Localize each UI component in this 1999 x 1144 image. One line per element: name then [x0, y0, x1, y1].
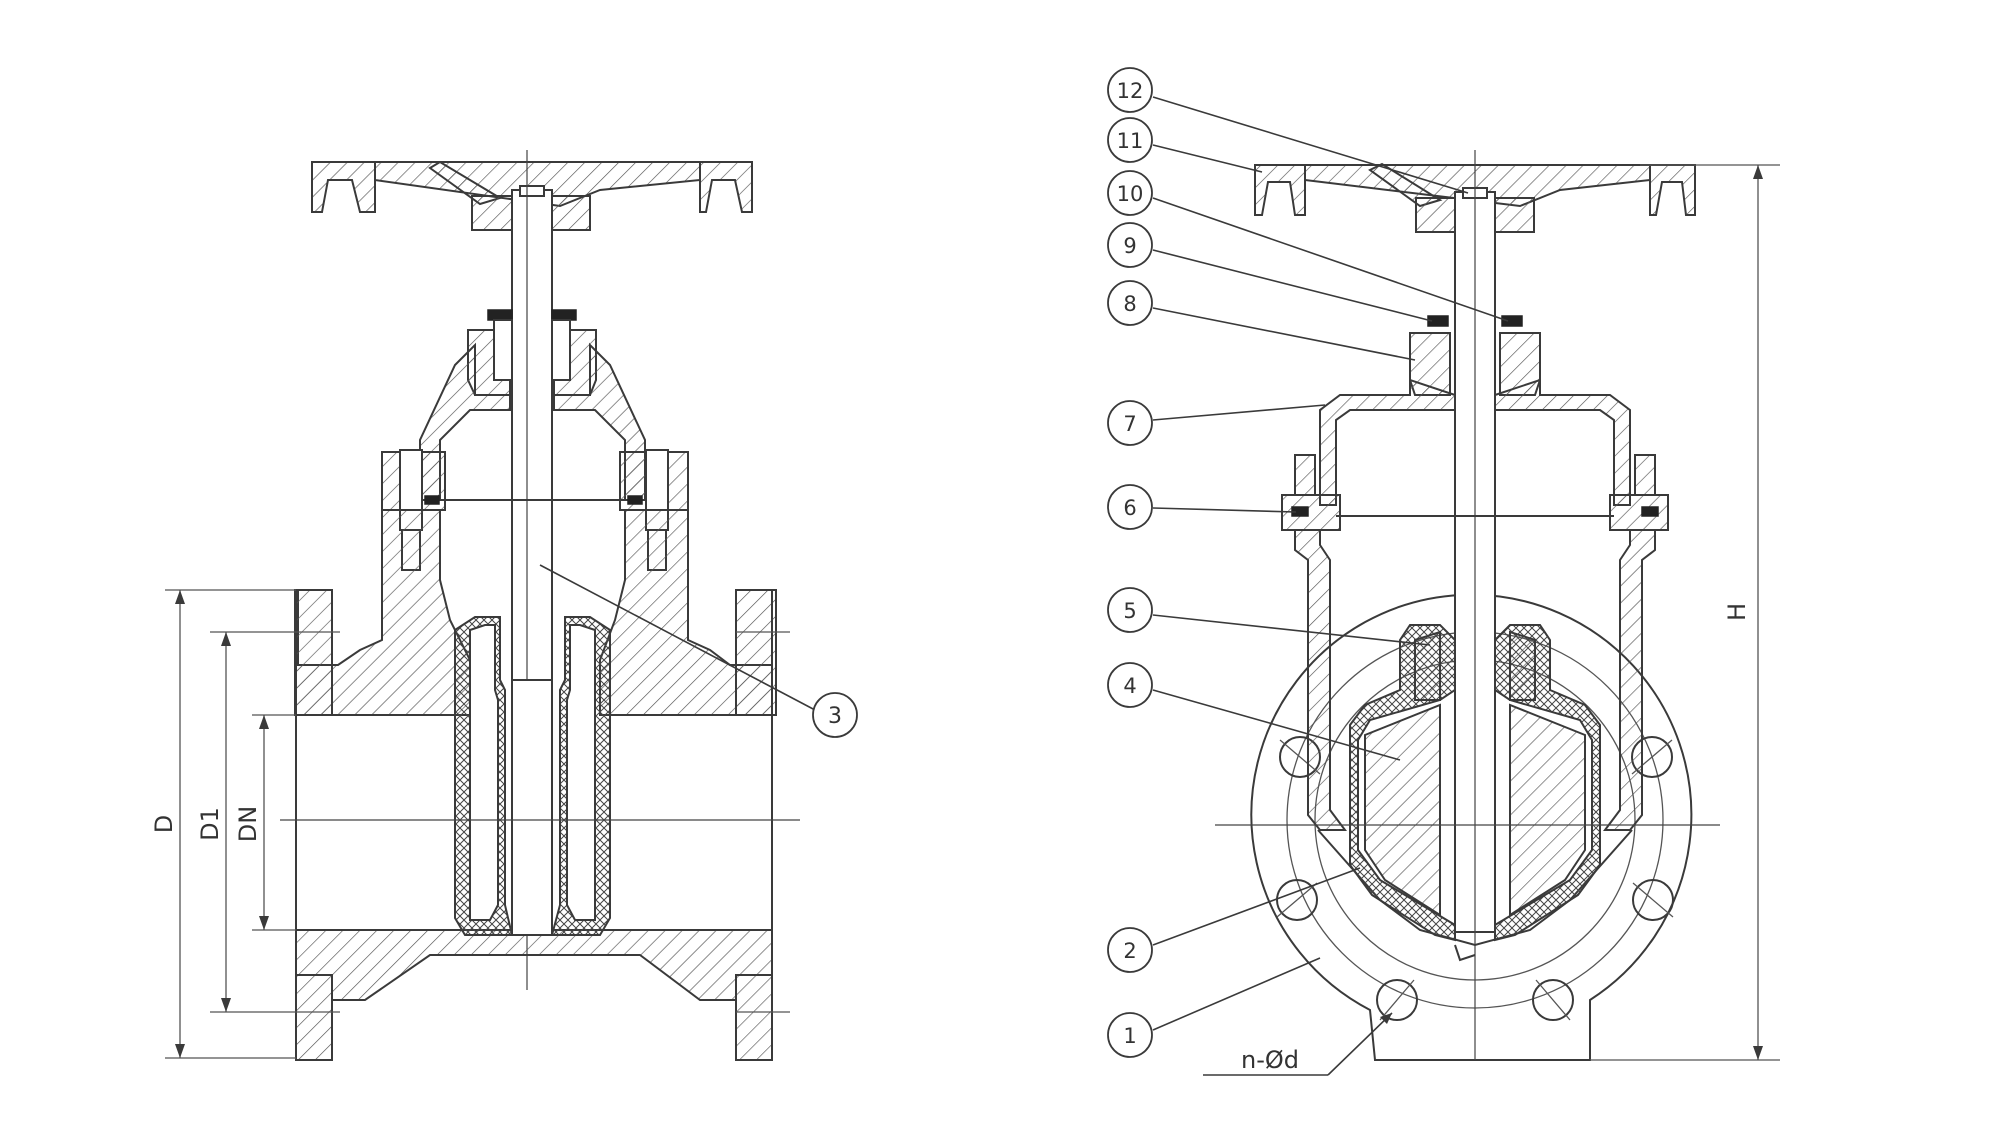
callout-1: 1 [1107, 957, 1321, 1058]
callout-9-label: 9 [1123, 234, 1136, 258]
left-wedge [454, 616, 611, 936]
callout-3: 3 [539, 564, 858, 738]
left-section-view: D D1 DN 3 [150, 150, 858, 1061]
dim-label-d: D [150, 815, 178, 833]
callout-bolt-holes: n-Ød [1203, 1012, 1393, 1076]
callout-1-label: 1 [1123, 1024, 1136, 1048]
callout-4-label: 4 [1123, 674, 1136, 698]
right-stem [1454, 150, 1496, 1060]
callout-10: 10 [1107, 170, 1509, 322]
left-stem [511, 150, 553, 990]
right-callouts: 12 11 10 9 8 [1107, 67, 1509, 1058]
dim-label-dn: DN [234, 806, 262, 842]
callout-3-label: 3 [828, 704, 842, 729]
callout-4: 4 [1107, 662, 1401, 761]
callout-8: 8 [1107, 280, 1416, 361]
callout-6-label: 6 [1123, 496, 1136, 520]
callout-5: 5 [1107, 587, 1431, 646]
left-body [294, 499, 777, 1061]
callout-5-label: 5 [1123, 599, 1136, 623]
callout-10-label: 10 [1117, 182, 1144, 206]
left-dimensions: D D1 DN [150, 589, 790, 1059]
callout-6: 6 [1107, 484, 1297, 530]
callout-12: 12 [1107, 67, 1469, 194]
callout-11-label: 11 [1117, 129, 1144, 153]
callout-11: 11 [1107, 117, 1263, 173]
callout-7-label: 7 [1123, 412, 1136, 436]
dim-label-d1: D1 [196, 807, 224, 841]
left-handwheel [311, 160, 753, 231]
callout-7: 7 [1107, 400, 1326, 446]
callout-12-label: 12 [1117, 79, 1144, 103]
right-dimension-h: H [1590, 164, 1780, 1061]
dim-label-h: H [1723, 603, 1751, 621]
callout-2: 2 [1107, 867, 1361, 973]
callout-9: 9 [1107, 222, 1433, 322]
right-section-view: H n-Ød 12 11 10 [1107, 67, 1780, 1076]
callout-8-label: 8 [1123, 292, 1136, 316]
callout-2-label: 2 [1123, 939, 1136, 963]
right-wedge [1349, 624, 1601, 942]
right-gland [1409, 315, 1541, 396]
bolt-holes-label: n-Ød [1241, 1046, 1299, 1074]
